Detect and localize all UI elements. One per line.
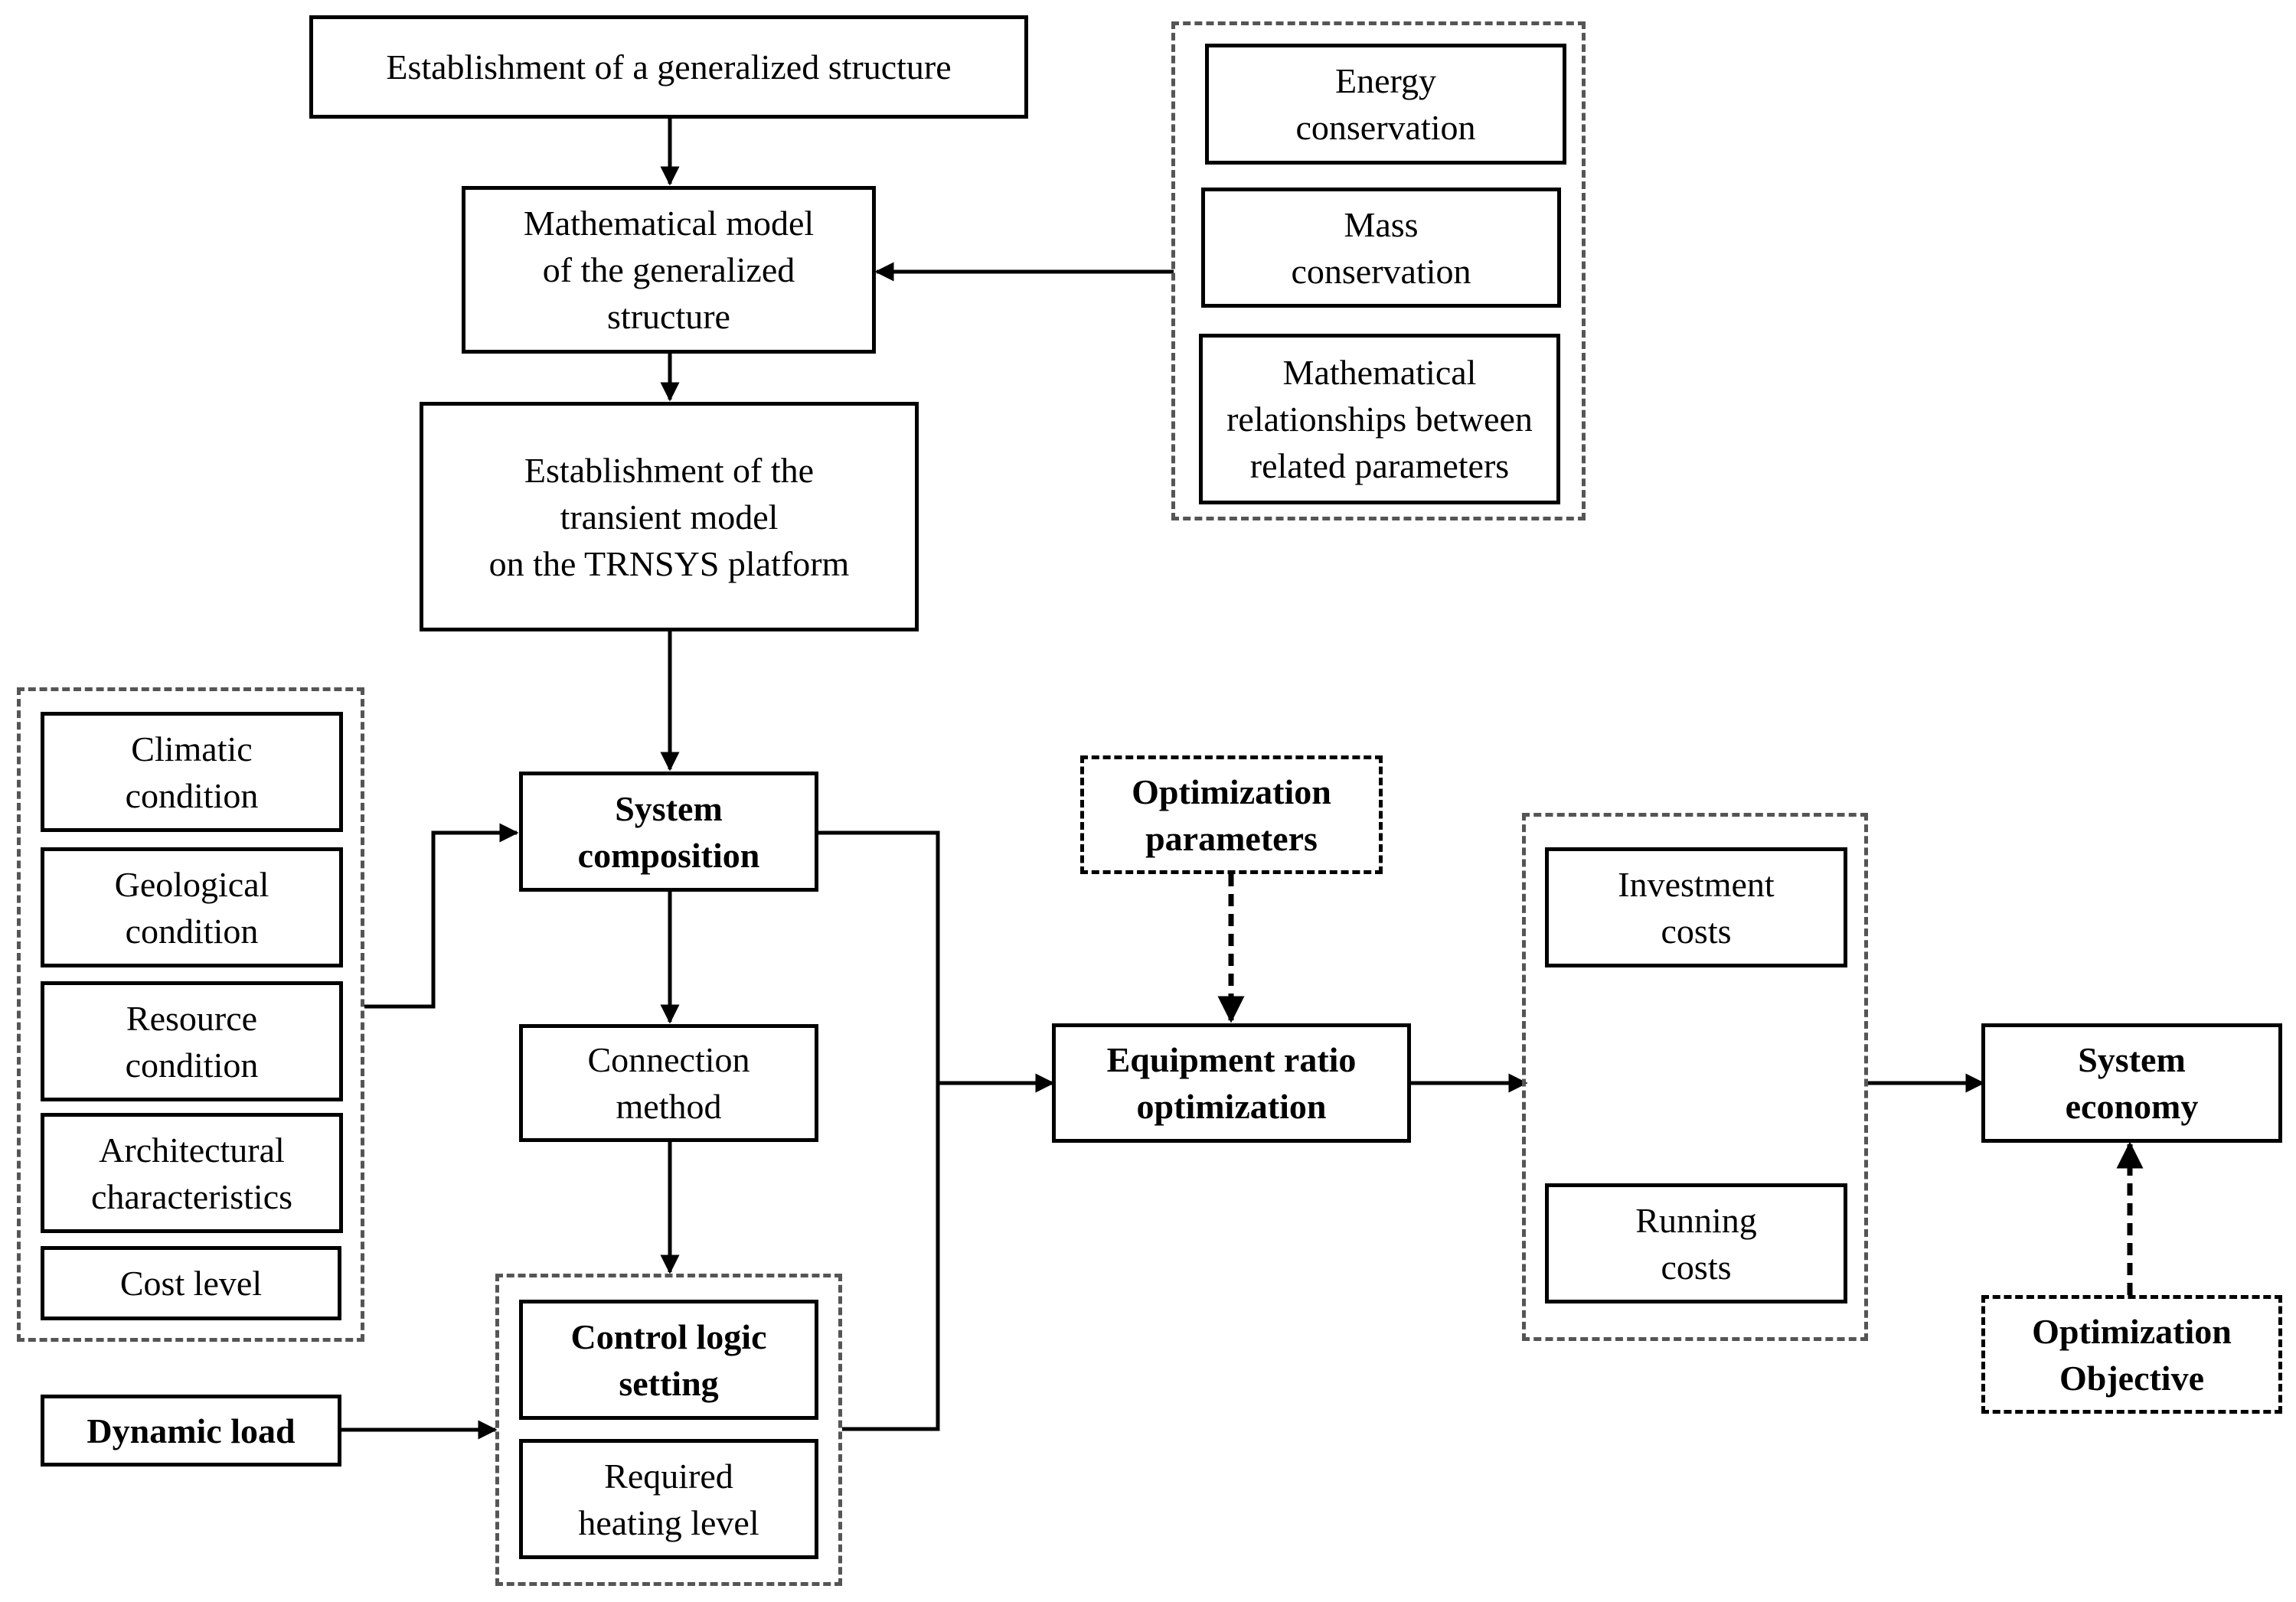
optimization-parameters-label: Optimization parameters xyxy=(1132,772,1331,858)
constraints-group xyxy=(1171,21,1586,520)
dynamic-load-box: Dynamic load xyxy=(41,1395,341,1467)
dynamic-load-label: Dynamic load xyxy=(87,1411,296,1450)
control-logic-label: Control logic setting xyxy=(570,1317,767,1403)
line-composition-to-bus xyxy=(817,830,940,1431)
mass-conservation-label: Mass conservation xyxy=(1291,204,1471,291)
heating-level-label: Required heating level xyxy=(578,1456,759,1542)
control-group xyxy=(495,1274,842,1586)
running-costs-label: Running costs xyxy=(1635,1200,1757,1287)
climatic-condition-label: Climatic condition xyxy=(125,729,259,815)
connection-method-box: Connection method xyxy=(519,1024,818,1142)
cost-level-box: Cost level xyxy=(41,1246,341,1320)
energy-conservation-box: Energy conservation xyxy=(1205,44,1566,165)
connection-method-label: Connection method xyxy=(587,1040,750,1126)
equipment-ratio-box: Equipment ratio optimization xyxy=(1052,1023,1411,1143)
system-composition-box: System composition xyxy=(519,772,818,892)
conditions-group xyxy=(17,687,364,1342)
math-relationships-box: Mathematical relationships between relat… xyxy=(1199,334,1560,504)
geological-condition-label: Geological condition xyxy=(114,864,269,951)
resource-condition-box: Resource condition xyxy=(41,981,343,1101)
system-composition-label: System composition xyxy=(577,788,760,875)
heating-level-box: Required heating level xyxy=(519,1439,818,1559)
math-relationships-label: Mathematical relationships between relat… xyxy=(1226,353,1533,485)
mass-conservation-box: Mass conservation xyxy=(1201,188,1561,308)
costs-group xyxy=(1522,813,1868,1341)
architectural-characteristics-label: Architectural characteristics xyxy=(90,1130,293,1216)
math-model-label: Mathematical model of the generalized st… xyxy=(523,204,815,336)
resource-condition-label: Resource condition xyxy=(125,998,259,1085)
generalized-structure-box: Establishment of a generalized structure xyxy=(309,15,1028,119)
energy-conservation-label: Energy conservation xyxy=(1295,61,1476,147)
generalized-structure-label: Establishment of a generalized structure xyxy=(386,47,952,86)
investment-costs-label: Investment costs xyxy=(1618,864,1775,951)
arrow-conditions-to-composition xyxy=(364,823,519,1009)
optimization-parameters-box: Optimization parameters xyxy=(1080,755,1383,874)
optimization-objective-box: Optimization Objective xyxy=(1981,1295,2282,1414)
cost-level-label: Cost level xyxy=(119,1264,263,1303)
running-costs-box: Running costs xyxy=(1545,1183,1847,1303)
system-economy-label: System economy xyxy=(2065,1040,2199,1126)
system-economy-box: System economy xyxy=(1981,1023,2282,1143)
transient-model-label: Establishment of the transient model on … xyxy=(488,450,850,583)
architectural-characteristics-box: Architectural characteristics xyxy=(41,1113,343,1233)
equipment-ratio-label: Equipment ratio optimization xyxy=(1106,1040,1357,1126)
optimization-objective-label: Optimization Objective xyxy=(2032,1311,2232,1398)
math-model-box: Mathematical model of the generalized st… xyxy=(462,186,876,354)
climatic-condition-box: Climatic condition xyxy=(41,712,343,832)
control-logic-box: Control logic setting xyxy=(519,1300,818,1420)
investment-costs-box: Investment costs xyxy=(1545,847,1847,967)
transient-model-box: Establishment of the transient model on … xyxy=(420,402,919,631)
geological-condition-box: Geological condition xyxy=(41,847,343,967)
